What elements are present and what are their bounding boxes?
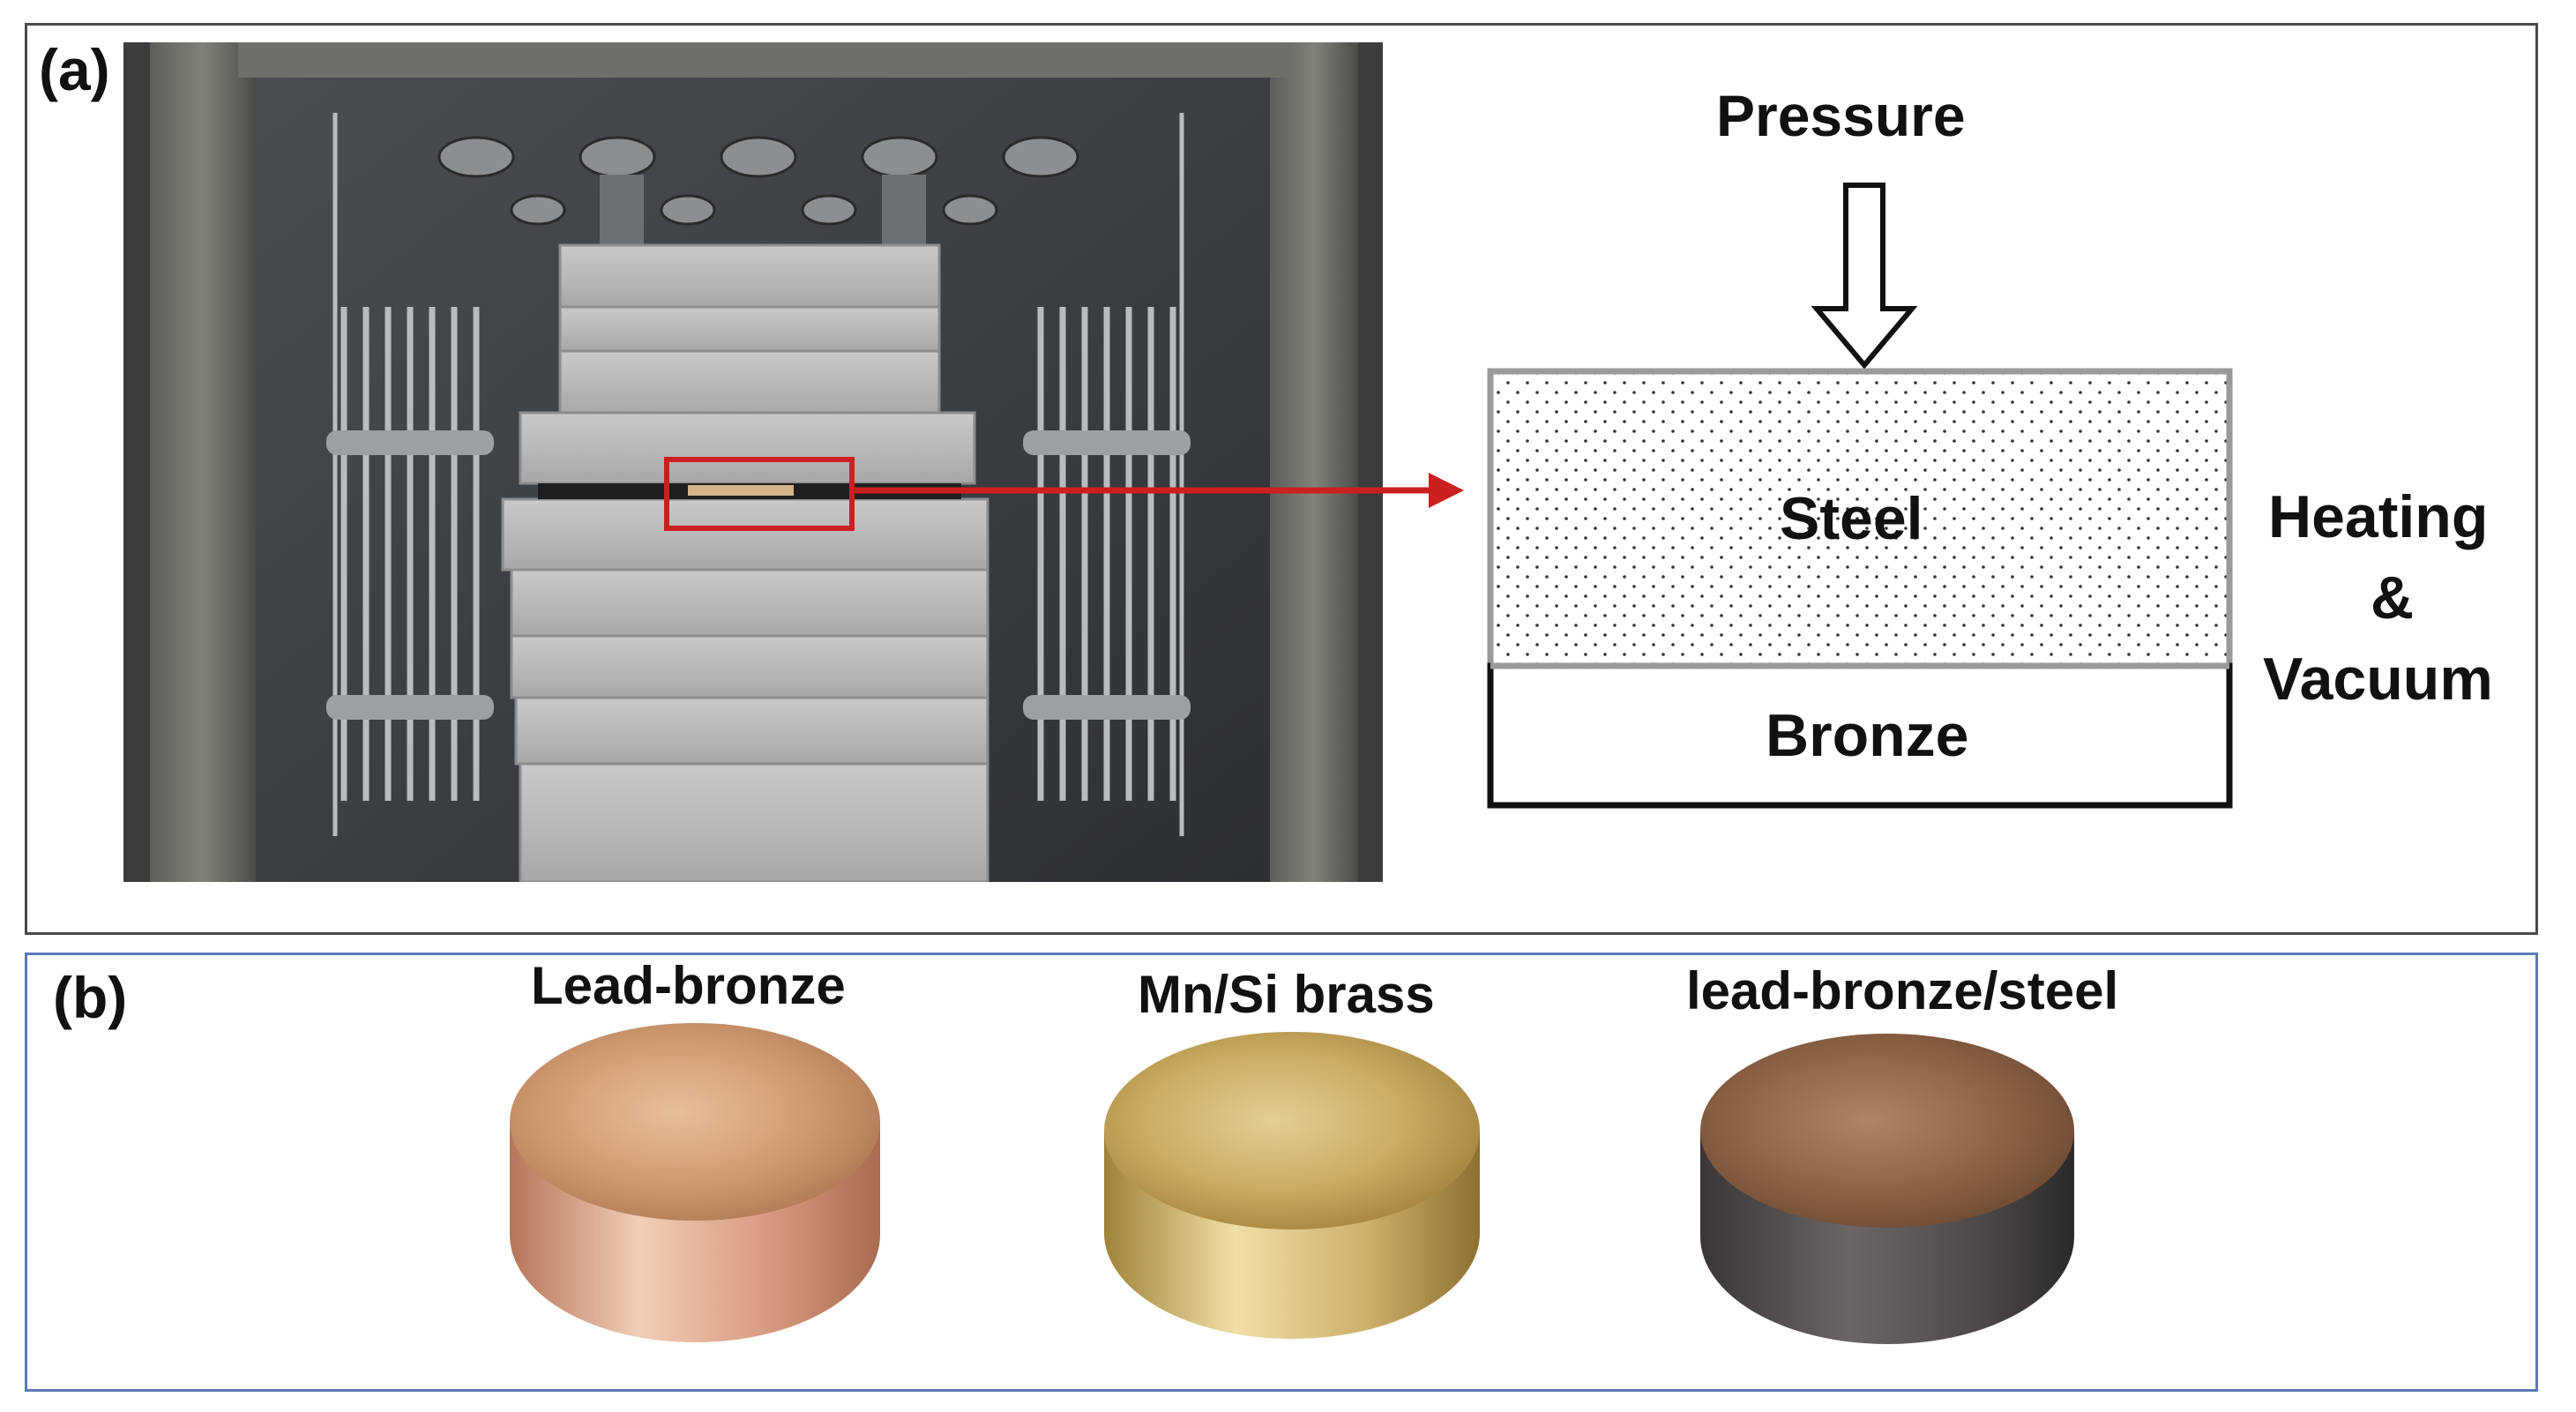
panel-b-label: (b) xyxy=(53,965,128,1030)
furnace-illustration xyxy=(123,42,1383,882)
bronze-layer-label: Bronze xyxy=(1766,702,1969,769)
steel-layer-label: Steel xyxy=(1780,485,1923,552)
bronze-layer xyxy=(1487,662,2233,809)
pressure-arrow-icon xyxy=(1811,183,1918,370)
coin-lead-bronze xyxy=(510,1023,880,1342)
coin-mn-si-brass xyxy=(1104,1032,1480,1339)
coin-lead-bronze-steel xyxy=(1700,1034,2074,1344)
ampersand-label: & xyxy=(2371,564,2415,631)
pressure-label: Pressure xyxy=(1716,83,1966,148)
sample-label-mn-si-brass: Mn/Si brass xyxy=(1138,965,1435,1024)
panel-a-label: (a) xyxy=(39,37,110,102)
steel-layer xyxy=(1487,368,2233,669)
vacuum-label: Vacuum xyxy=(2263,646,2493,713)
highlight-box xyxy=(664,457,855,531)
sample-label-lead-bronze-steel: lead-bronze/steel xyxy=(1686,961,2119,1020)
callout-arrowhead xyxy=(1429,473,1464,508)
panel-b-frame xyxy=(25,953,2538,1392)
furnace-photo xyxy=(123,42,1383,882)
sample-label-lead-bronze: Lead-bronze xyxy=(531,956,846,1015)
heating-label: Heating xyxy=(2268,483,2489,550)
panel-a-frame xyxy=(25,23,2538,935)
